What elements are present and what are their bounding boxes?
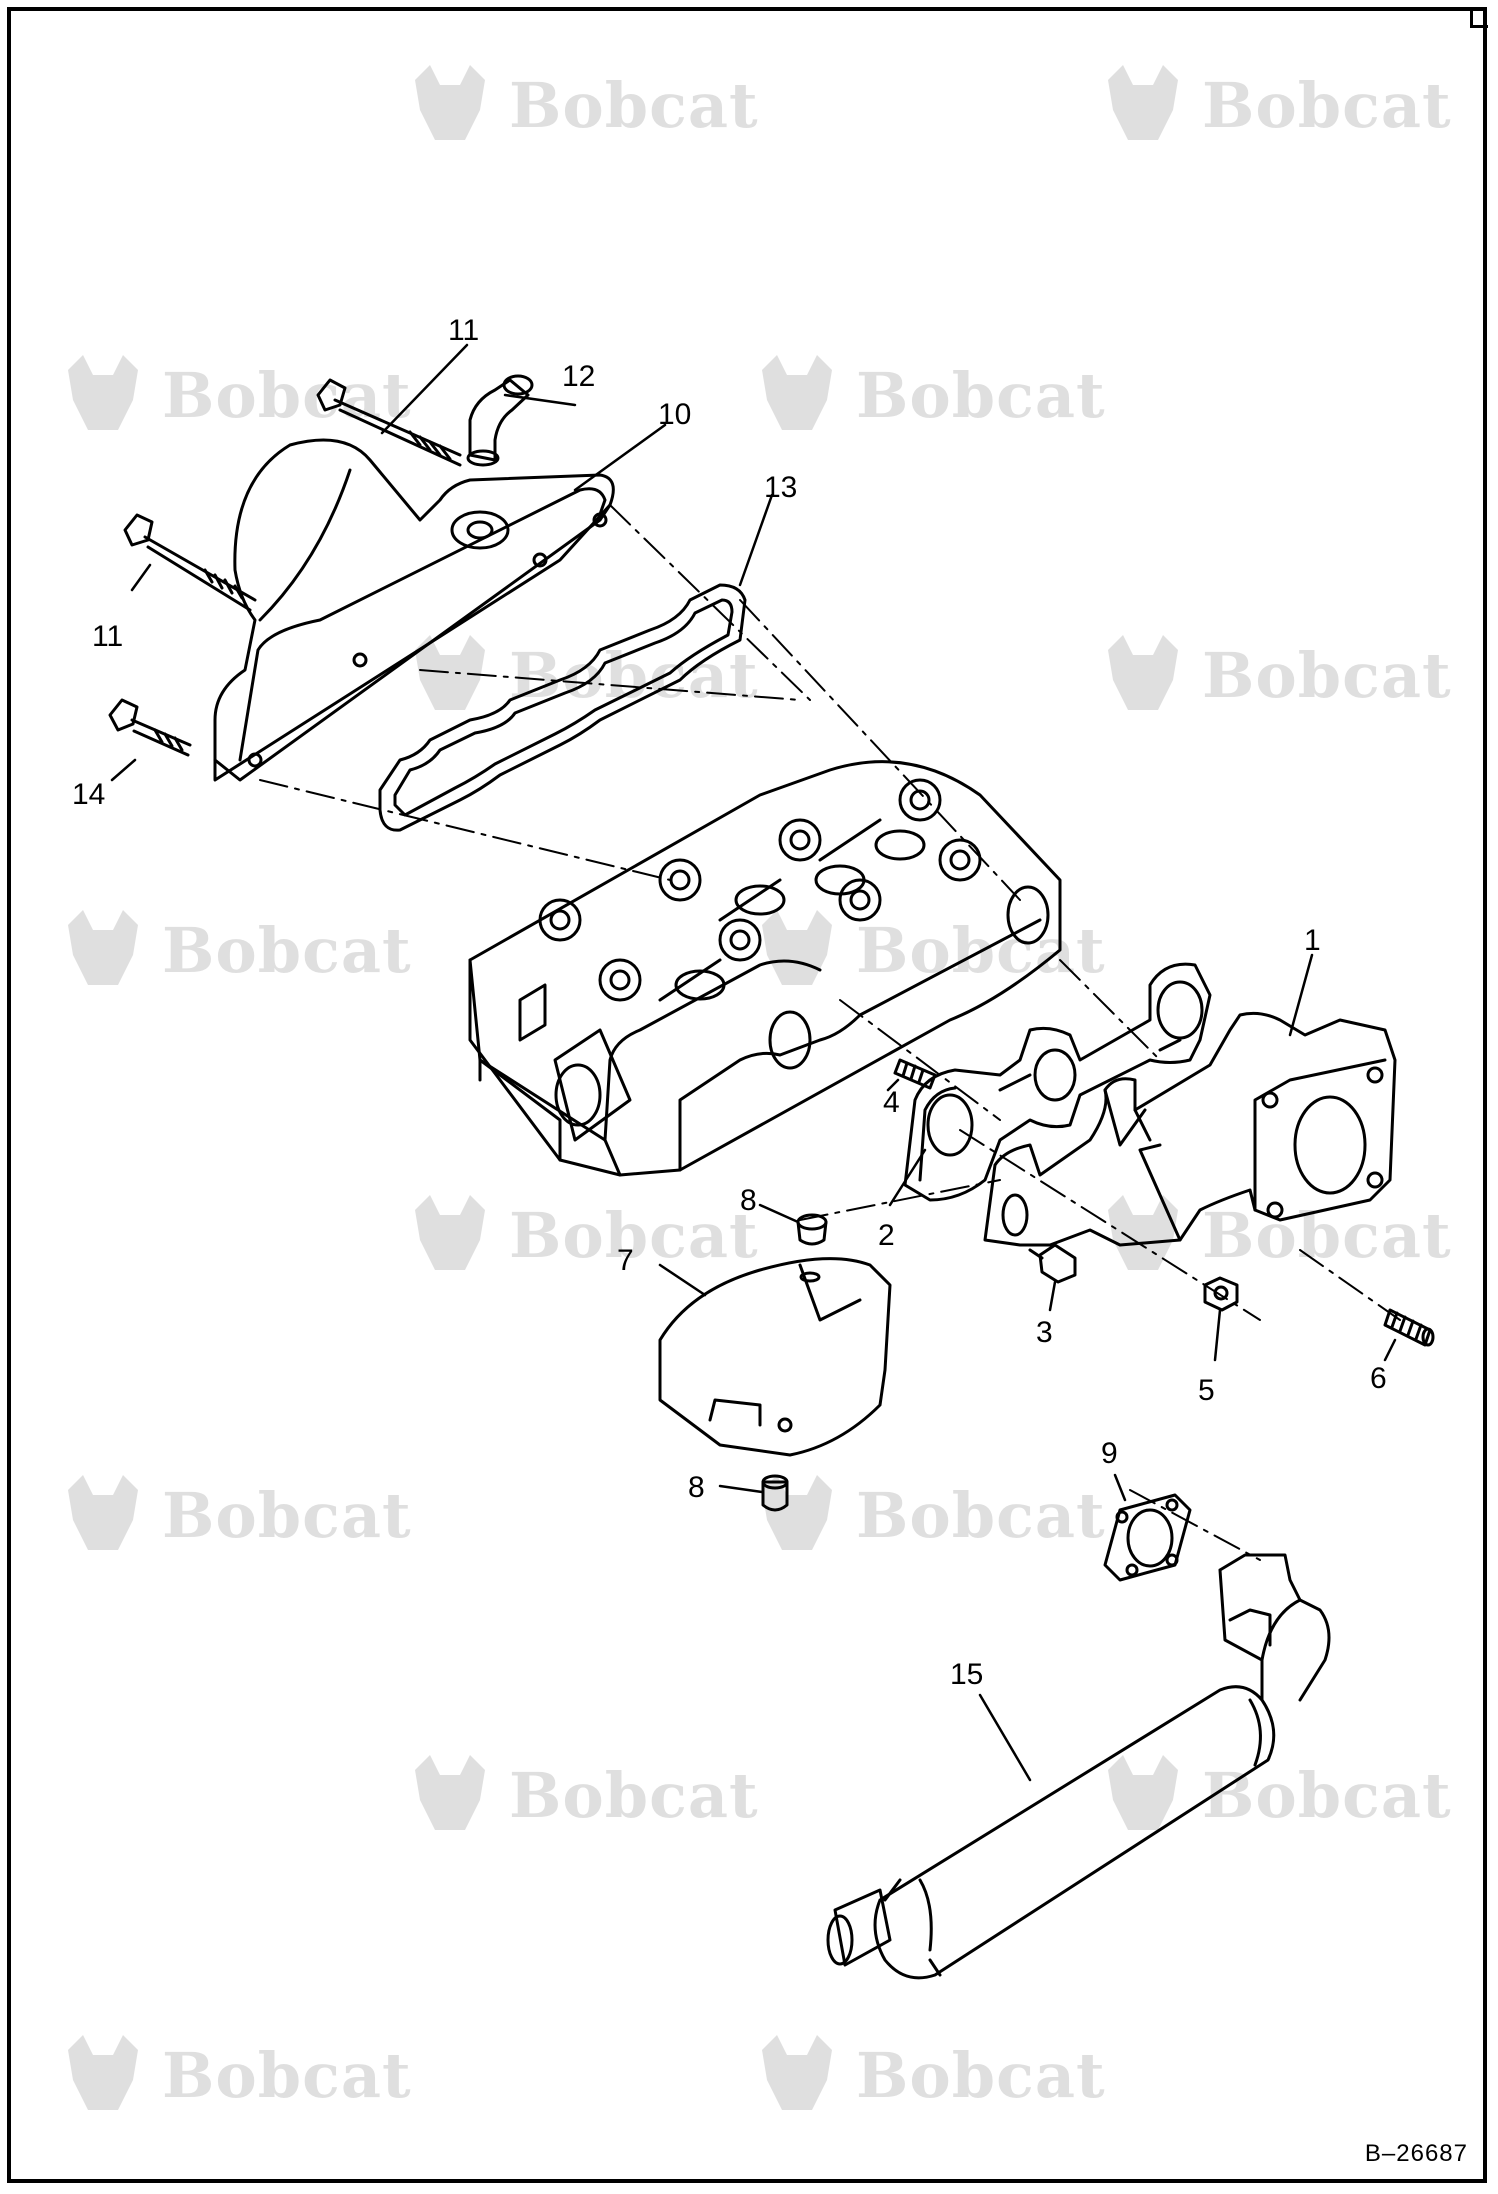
flange-bolt-icon bbox=[1028, 1243, 1077, 1284]
callout-12: 12 bbox=[562, 360, 595, 393]
watermark-text: Bobcat bbox=[856, 358, 1106, 432]
watermark-text: Bobcat bbox=[162, 913, 412, 987]
watermark-text: Bobcat bbox=[1202, 638, 1452, 712]
bolt-icon bbox=[123, 513, 257, 612]
breather-elbow-icon bbox=[466, 374, 534, 467]
watermark-text: Bobcat bbox=[509, 1198, 759, 1272]
watermark: Bobcat bbox=[58, 1470, 412, 1560]
callout-8a: 8 bbox=[740, 1184, 757, 1217]
callout-1: 1 bbox=[1304, 924, 1321, 957]
callout-labels: 1 2 3 4 5 6 7 8 8 9 10 11 11 12 13 14 15 bbox=[72, 314, 1387, 1691]
watermark: Bobcat bbox=[752, 2030, 1106, 2120]
callout-11a: 11 bbox=[448, 314, 479, 347]
callout-4: 4 bbox=[883, 1086, 900, 1119]
bobcat-logo-icon bbox=[415, 635, 485, 710]
bobcat-logo-icon bbox=[1108, 1195, 1178, 1270]
heat-shield-icon bbox=[658, 1257, 892, 1457]
watermark: Bobcat bbox=[1098, 630, 1452, 720]
callout-13: 13 bbox=[764, 471, 797, 504]
watermark: Bobcat bbox=[405, 60, 759, 150]
stud-icon bbox=[893, 1058, 937, 1090]
watermark: Bobcat bbox=[752, 1470, 1106, 1560]
callout-15: 15 bbox=[950, 1658, 983, 1691]
callout-9: 9 bbox=[1101, 1437, 1118, 1470]
callout-14: 14 bbox=[72, 778, 105, 811]
watermark: Bobcat bbox=[405, 1750, 759, 1840]
bobcat-logo-icon bbox=[1108, 1755, 1178, 1830]
watermark-text: Bobcat bbox=[162, 1478, 412, 1552]
bobcat-logo-icon bbox=[1108, 635, 1178, 710]
watermark-text: Bobcat bbox=[162, 2038, 412, 2112]
screw-icon bbox=[761, 1474, 789, 1512]
bolt-icon bbox=[316, 378, 462, 467]
watermark: Bobcat bbox=[58, 905, 412, 995]
drawing-reference-number: B–26687 bbox=[1364, 2140, 1468, 2167]
exhaust-manifold-icon bbox=[983, 1011, 1397, 1247]
valve-cover-icon bbox=[213, 438, 615, 782]
watermark-text: Bobcat bbox=[856, 2038, 1106, 2112]
callout-2: 2 bbox=[878, 1219, 895, 1252]
bobcat-logo-icon bbox=[415, 1195, 485, 1270]
bobcat-logo-icon bbox=[68, 910, 138, 985]
bobcat-logo-icon bbox=[68, 1475, 138, 1550]
watermark: Bobcat bbox=[1098, 1750, 1452, 1840]
callout-6: 6 bbox=[1370, 1362, 1387, 1395]
bobcat-logo-icon bbox=[68, 2035, 138, 2110]
nut-icon bbox=[1203, 1276, 1239, 1312]
watermark-text: Bobcat bbox=[509, 1758, 759, 1832]
muffler-icon bbox=[826, 1553, 1331, 1980]
bobcat-logo-icon bbox=[415, 1755, 485, 1830]
bolt-icon bbox=[108, 698, 192, 757]
alignment-lines bbox=[259, 504, 1401, 1561]
stud-icon bbox=[1383, 1308, 1435, 1347]
callout-7: 7 bbox=[617, 1244, 634, 1277]
bobcat-logo-icon bbox=[762, 1475, 832, 1550]
watermark: Bobcat bbox=[58, 350, 412, 440]
callout-10: 10 bbox=[658, 398, 691, 431]
watermark-text: Bobcat bbox=[162, 358, 412, 432]
callout-3: 3 bbox=[1036, 1316, 1053, 1349]
bobcat-logo-icon bbox=[762, 355, 832, 430]
callout-8b: 8 bbox=[688, 1471, 705, 1504]
watermark: Bobcat bbox=[405, 1190, 759, 1280]
leader-lines bbox=[110, 343, 1397, 1782]
watermark-text: Bobcat bbox=[856, 1478, 1106, 1552]
corner-mark bbox=[1470, 10, 1488, 28]
drawing-border bbox=[7, 7, 1487, 2183]
bobcat-logo-icon bbox=[415, 65, 485, 140]
watermark: Bobcat bbox=[58, 2030, 412, 2120]
watermark: Bobcat bbox=[752, 350, 1106, 440]
watermark-text: Bobcat bbox=[509, 68, 759, 142]
cylinder-head-icon bbox=[468, 760, 1062, 1177]
bobcat-logo-icon bbox=[1108, 65, 1178, 140]
watermark-text: Bobcat bbox=[1202, 68, 1452, 142]
muffler-gasket-icon bbox=[1103, 1493, 1192, 1582]
bobcat-logo-icon bbox=[68, 355, 138, 430]
manifold-gasket-icon bbox=[903, 962, 1212, 1202]
cover-gasket-icon bbox=[378, 583, 747, 832]
callout-11b: 11 bbox=[92, 620, 123, 653]
callout-5: 5 bbox=[1198, 1374, 1215, 1407]
watermark: Bobcat bbox=[1098, 60, 1452, 150]
watermark-text: Bobcat bbox=[1202, 1758, 1452, 1832]
bobcat-logo-icon bbox=[762, 2035, 832, 2110]
